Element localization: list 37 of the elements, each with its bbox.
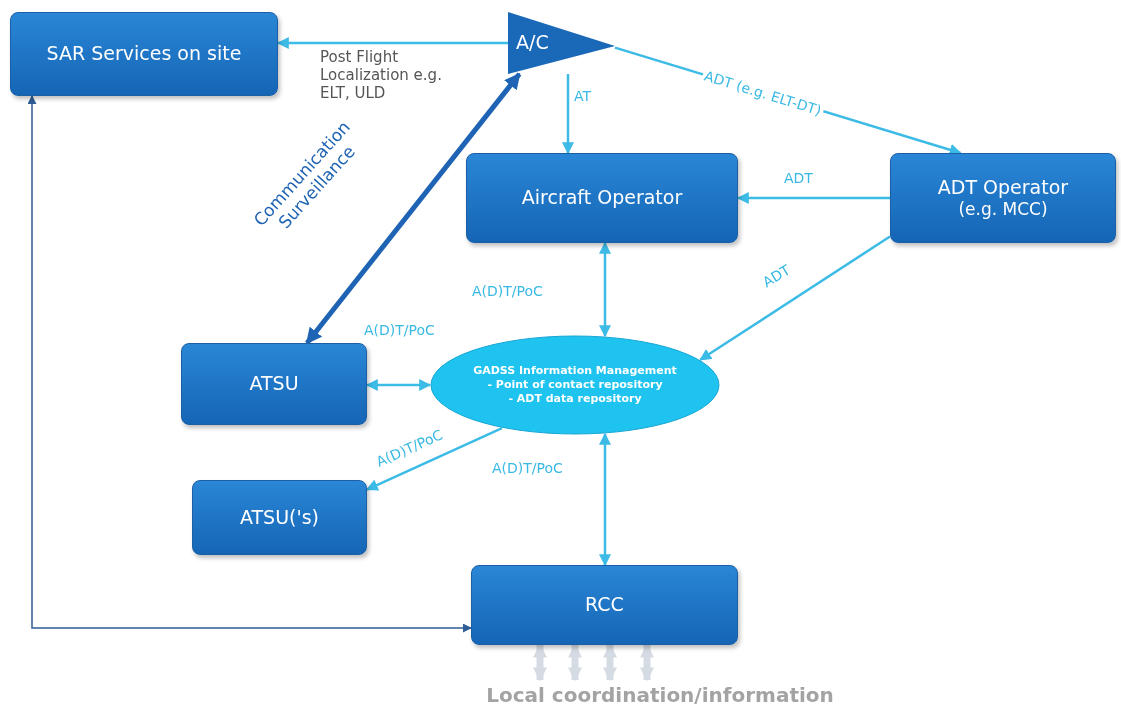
node-label: Aircraft Operator (520, 186, 684, 210)
arrow (599, 432, 611, 567)
arrow (365, 379, 432, 391)
arrow (599, 241, 611, 338)
node-label: A/C (516, 31, 549, 55)
arrow (736, 192, 890, 204)
node-label: ADT Operator (936, 175, 1070, 200)
edge-label: A(D)T/PoC (470, 283, 545, 300)
process-box (192, 480, 367, 555)
arrow (568, 643, 582, 682)
edge-label: A(D)T/PoC (362, 322, 437, 339)
node-label: ATSU (248, 372, 300, 396)
edge-label: A(D)T/PoC (490, 460, 565, 477)
ellipse-item: - Point of contact repository (487, 378, 663, 392)
node-label: Local coordination/information (486, 682, 834, 708)
process-box (181, 343, 367, 425)
edge-label: Post Flight Localization e.g. ELT, ULD (319, 48, 443, 102)
arrow (27, 95, 472, 633)
process-box (471, 565, 738, 645)
arrow (640, 643, 654, 682)
node-label: SAR Services on site (45, 42, 243, 66)
ellipse-item: - ADT data repository (508, 391, 642, 406)
arrow (305, 72, 522, 345)
process-box (10, 12, 278, 96)
node-label: RCC (584, 593, 625, 617)
ellipse-title: GADSS Information Management (473, 364, 677, 379)
process-box (890, 153, 1116, 243)
arrow (603, 643, 617, 682)
arrow (562, 74, 574, 155)
process-box (466, 153, 738, 243)
arrow (276, 37, 508, 49)
arrow (699, 235, 891, 361)
aircraft-triangle (508, 12, 615, 74)
arrow (533, 643, 547, 682)
node-label: ATSU('s) (238, 505, 320, 530)
arrow (365, 427, 503, 491)
node-label: (e.g. MCC) (957, 199, 1049, 221)
